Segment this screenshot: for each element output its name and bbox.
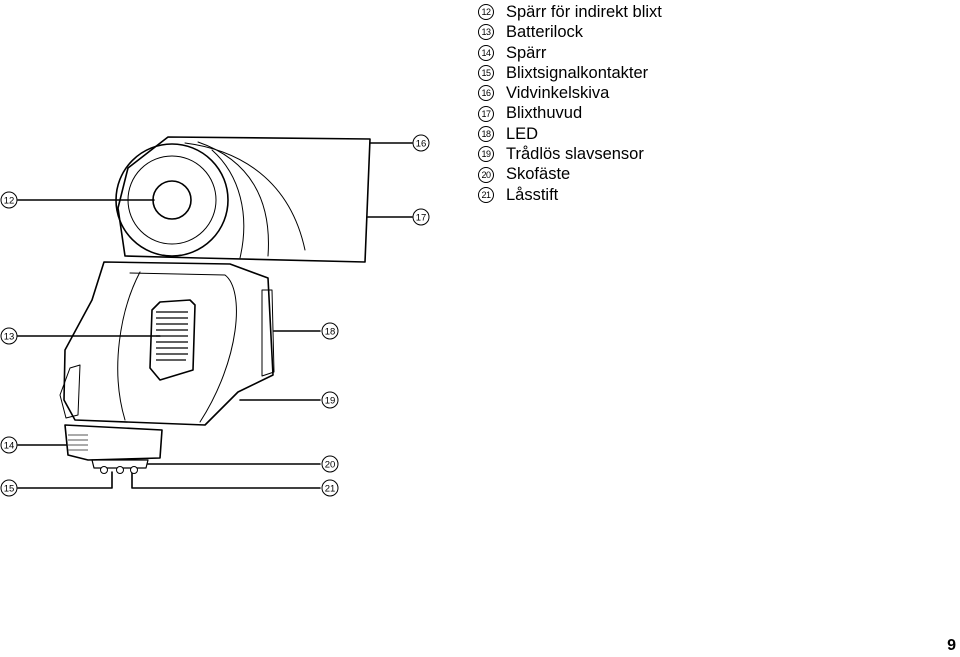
callout-12: 12 bbox=[0, 191, 18, 209]
legend-item: 18 LED bbox=[478, 124, 662, 144]
flash-body-outline bbox=[63, 261, 274, 426]
legend-item: 15 Blixtsignalkontakter bbox=[478, 63, 662, 83]
legend-number: 20 bbox=[478, 166, 494, 183]
legend-label: Vidvinkelskiva bbox=[506, 84, 610, 103]
legend-number: 15 bbox=[478, 65, 494, 82]
legend-item: 20 Skofäste bbox=[478, 164, 662, 184]
svg-text:14: 14 bbox=[4, 441, 15, 452]
legend-number: 21 bbox=[478, 186, 494, 203]
legend-item: 21 Låsstift bbox=[478, 185, 662, 205]
svg-text:13: 13 bbox=[4, 332, 15, 343]
legend-label: Spärr för indirekt blixt bbox=[506, 3, 662, 21]
body-contour bbox=[117, 271, 141, 421]
legend-number: 12 bbox=[478, 4, 494, 21]
lock-knob bbox=[59, 364, 81, 419]
leader-15 bbox=[17, 471, 113, 489]
legend-item: 19 Trådlös slavsensor bbox=[478, 144, 662, 164]
callout-19: 19 bbox=[321, 391, 339, 409]
svg-text:17: 17 bbox=[416, 213, 427, 224]
head-contour bbox=[197, 141, 269, 257]
callout-14: 14 bbox=[0, 436, 18, 454]
legend-label: LED bbox=[506, 124, 539, 143]
callout-20: 20 bbox=[321, 455, 339, 473]
callout-16: 16 bbox=[412, 134, 430, 152]
legend-item: 17 Blixthuvud bbox=[478, 103, 662, 123]
callout-13: 13 bbox=[0, 327, 18, 345]
legend-label: Batterilock bbox=[506, 23, 584, 42]
legend-number: 16 bbox=[478, 85, 494, 102]
legend-item: 13 Batterilock bbox=[478, 22, 662, 42]
flash-head-outline bbox=[117, 136, 371, 263]
svg-text:19: 19 bbox=[325, 396, 336, 407]
legend-number: 13 bbox=[478, 24, 494, 41]
hot-shoe bbox=[91, 459, 149, 469]
svg-text:16: 16 bbox=[416, 139, 427, 150]
pin bbox=[116, 466, 124, 474]
svg-text:20: 20 bbox=[325, 460, 336, 471]
pin bbox=[130, 466, 138, 474]
legend-item: 12 Spärr för indirekt blixt bbox=[478, 2, 662, 22]
leader-21 bbox=[131, 471, 321, 489]
legend-label: Trådlös slavsensor bbox=[506, 145, 644, 164]
bounce-lock-button bbox=[152, 180, 192, 220]
legend-label: Blixthuvud bbox=[506, 104, 583, 123]
svg-text:15: 15 bbox=[4, 484, 15, 495]
legend-label: Blixtsignalkontakter bbox=[506, 63, 649, 82]
legend-number: 14 bbox=[478, 44, 494, 61]
svg-text:21: 21 bbox=[325, 484, 336, 495]
legend-item: 16 Vidvinkelskiva bbox=[478, 83, 662, 103]
svg-text:18: 18 bbox=[325, 327, 336, 338]
callout-15: 15 bbox=[0, 479, 18, 497]
legend-number: 19 bbox=[478, 146, 494, 163]
legend-number: 18 bbox=[478, 125, 494, 142]
legend-label: Spärr bbox=[506, 43, 547, 62]
legend-label: Låsstift bbox=[506, 185, 559, 204]
parts-legend: 12 Spärr för indirekt blixt 13 Batterilock… bbox=[478, 2, 662, 205]
body-contour bbox=[129, 272, 237, 423]
led-panel bbox=[261, 289, 275, 377]
callout-17: 17 bbox=[412, 208, 430, 226]
head-contour bbox=[211, 149, 245, 259]
page-number: 9 bbox=[947, 637, 956, 654]
pin bbox=[100, 466, 108, 474]
head-contour bbox=[184, 142, 306, 251]
legend-label: Skofäste bbox=[506, 165, 571, 184]
legend-number: 17 bbox=[478, 105, 494, 122]
callout-21: 21 bbox=[321, 479, 339, 497]
callout-18: 18 bbox=[321, 322, 339, 340]
legend-item: 14 Spärr bbox=[478, 43, 662, 63]
svg-text:12: 12 bbox=[4, 196, 15, 207]
battery-cover bbox=[149, 299, 196, 381]
base-plate bbox=[64, 424, 163, 461]
